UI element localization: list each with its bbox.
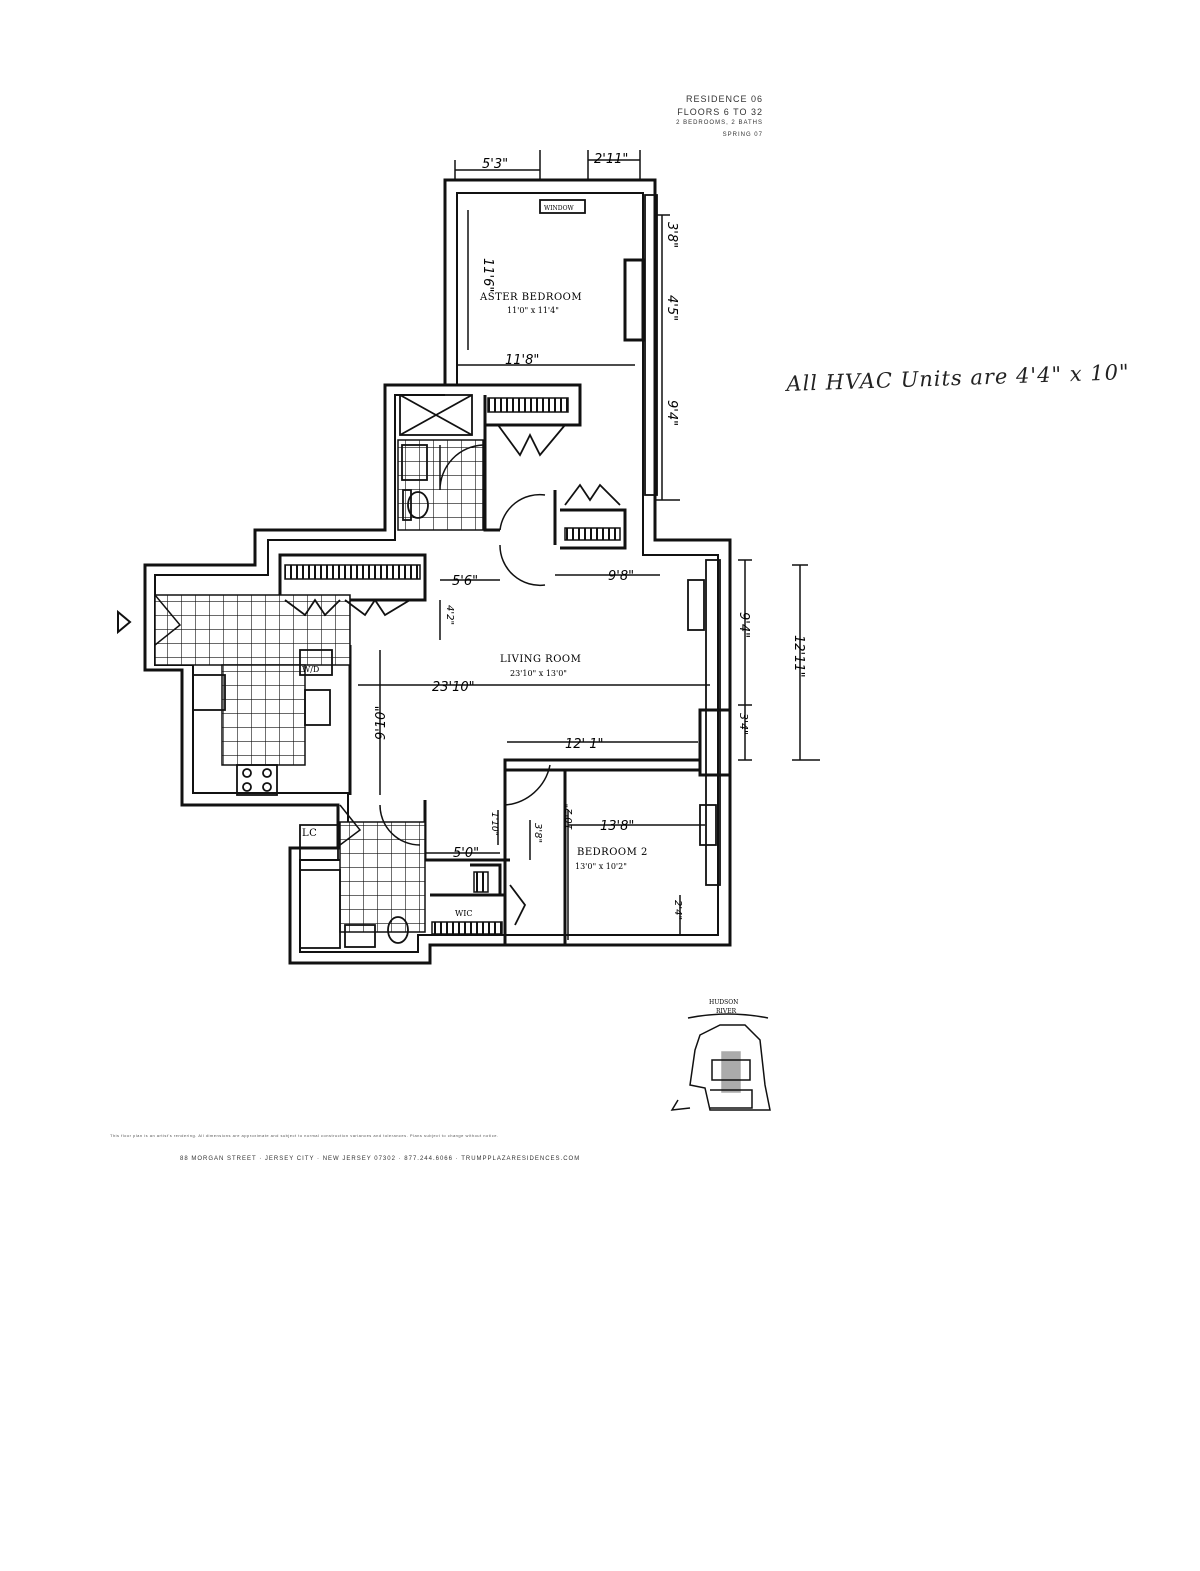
master-closet (487, 397, 569, 413)
master-closet-2 (564, 527, 621, 541)
bifold-doors (284, 424, 621, 926)
bedrooms-label: 2 BEDROOMS, 2 BATHS (676, 120, 763, 126)
bedroom2-size: 13'0" x 10'2" (575, 862, 627, 871)
key-plan-river: RIVER (716, 1008, 737, 1015)
bedroom2-label: BEDROOM 2 (577, 847, 648, 858)
wic-label: WIC (455, 909, 473, 918)
dim-living-width: 23'10" (432, 680, 475, 695)
dim-master-width: 11'8" (505, 353, 539, 368)
window-seat-label: WINDOW (544, 205, 575, 212)
dim-bed2-vertical: 10'2" (564, 804, 575, 830)
fixtures (192, 194, 721, 949)
dim-living-right-overall: 12'11" (791, 635, 806, 678)
dim-bed2-small: 3'8" (532, 823, 543, 843)
dim-living-top: 9'8" (608, 569, 634, 584)
lc-label: LC (302, 828, 317, 839)
dim-bed2-corner: 2'4" (672, 900, 683, 920)
dim-master-vertical: 11'6" (480, 258, 495, 292)
dim-living-inner: 12' 1" (565, 737, 604, 752)
dim-bed2-width: 13'8" (600, 819, 634, 834)
dim-right-mid: 4'5" (664, 295, 679, 321)
dim-right-lower: 9'4" (664, 400, 679, 426)
wd-label: W/D (302, 665, 319, 674)
disclaimer-text: This floor plan is an artist's rendering… (110, 1133, 499, 1138)
living-room-label: LIVING ROOM (500, 654, 581, 665)
kitchen-tile-lower (221, 664, 306, 766)
address-text: 88 MORGAN STREET · JERSEY CITY · NEW JER… (180, 1156, 581, 1162)
dim-hall: 5'6" (452, 574, 478, 589)
door-swings (154, 444, 551, 846)
master-bedroom-label: ASTER BEDROOM (479, 292, 582, 303)
dim-bath2-small: 1'10" (489, 812, 499, 836)
key-plan-hudson: HUDSON (709, 999, 738, 1006)
bath2-tile (339, 821, 426, 933)
dim-living-vertical: 9'10" (374, 706, 389, 740)
key-plan (670, 1013, 771, 1111)
residence-title: RESIDENCE 06 (685, 94, 763, 104)
wic-closet (431, 921, 503, 935)
date-label: SPRING 07 (722, 132, 763, 138)
living-room-size: 23'10" x 13'0" (510, 669, 567, 678)
dim-right-upper: 3'8" (664, 222, 679, 248)
kitchen-tile (154, 594, 351, 666)
dim-hall-vertical: 4'2" (444, 605, 455, 625)
dim-living-right-upper: 9'4" (736, 612, 751, 638)
dim-top-left: 5'3" (482, 157, 508, 172)
dim-bath2-width: 5'0" (453, 846, 479, 861)
bed2-closet (473, 871, 489, 893)
hall-closet (284, 564, 421, 580)
dim-living-right-lower: 3'4" (737, 713, 750, 735)
dim-top-right: 2'11" (594, 152, 628, 167)
master-bedroom-size: 11'0" x 11'4" (507, 306, 559, 315)
floors-label: FLOORS 6 TO 32 (677, 107, 763, 117)
dimension-lines (358, 150, 820, 940)
interior-walls (278, 258, 732, 945)
entry-arrow-icon (117, 609, 132, 635)
